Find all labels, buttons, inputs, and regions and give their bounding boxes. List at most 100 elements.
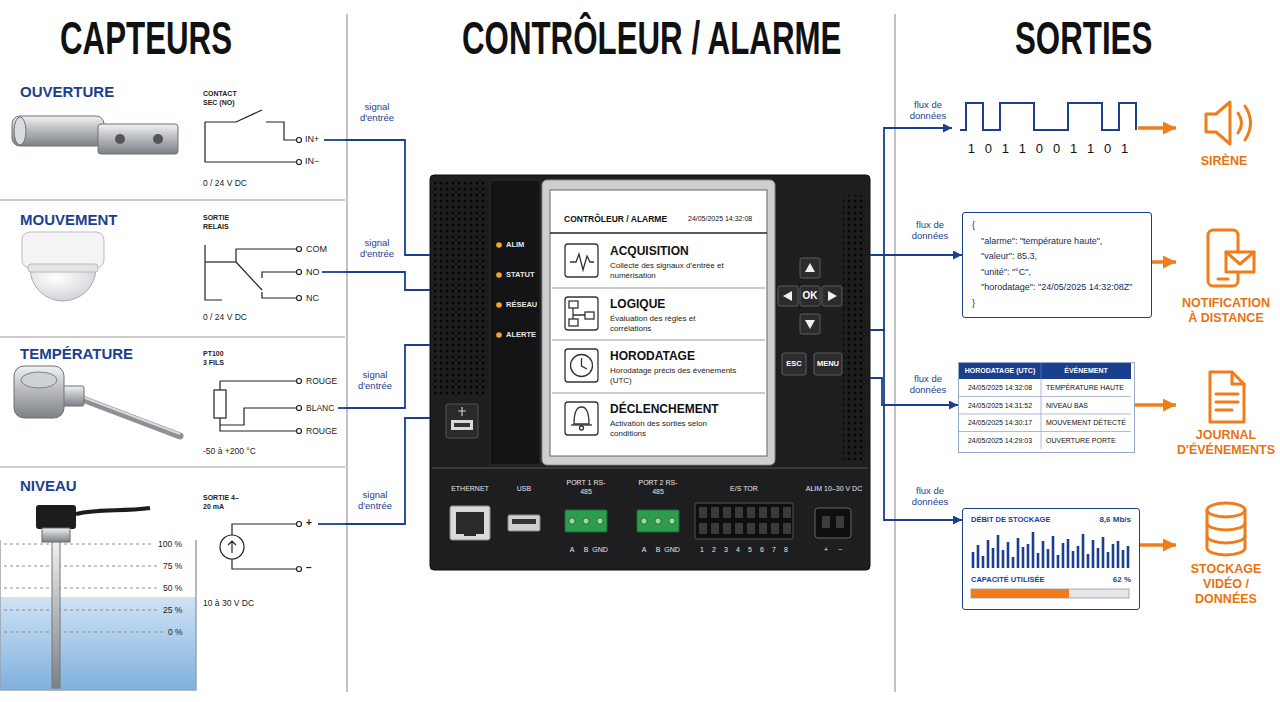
dry-contact-schematic <box>266 122 296 140</box>
storage-panel: DÉBIT DE STOCKAGE8,6 Mb/sCAPACITÉ UTILIS… <box>962 508 1140 610</box>
node-text: E/S TOR <box>719 484 769 493</box>
front-usb-port <box>446 404 478 438</box>
node-text: 1 2 3 4 5 6 7 8 <box>695 545 793 554</box>
sensor-row: NIVEAU <box>0 467 345 690</box>
square-wave <box>960 103 1136 130</box>
event-table-grid <box>959 414 1131 415</box>
controller-unit: ALIMSTATUTRÉSEAUALERTEOKESCMENUETHERNETU… <box>430 175 870 570</box>
pin-name: IN+ <box>305 134 319 145</box>
bit-stream: 1 0 1 1 0 0 1 1 0 1 <box>952 95 1138 160</box>
node-text: "unité": "°C", <box>981 267 1031 278</box>
json-message: {"alarme": "température haute","valeur":… <box>962 212 1152 318</box>
port-panel <box>597 518 603 524</box>
current-loop-schematic <box>220 535 244 559</box>
node-text: OK <box>800 286 820 306</box>
pin-name: COM <box>306 244 327 255</box>
motion-sensor-illustration <box>28 264 98 272</box>
relay-output-schematic <box>205 245 302 301</box>
function-icon <box>571 355 593 377</box>
navigation-keys <box>800 314 820 334</box>
pt100-schematic <box>214 379 302 434</box>
tank-illustration <box>0 540 196 690</box>
function-row: HORODATAGEHorodatage précis des événemen… <box>552 340 765 393</box>
relay-output-schematic <box>205 261 236 262</box>
signal-wire <box>318 523 345 525</box>
output-target: SIRÈNE <box>1176 98 1272 180</box>
level-mark <box>4 588 158 589</box>
dry-contact-schematic <box>297 138 302 143</box>
front-usb-port <box>458 407 466 416</box>
node-text: A <box>638 545 650 554</box>
function-icon <box>582 358 588 369</box>
function-icon <box>573 308 585 319</box>
temperature-probe-illustration <box>14 366 64 418</box>
node-text: Évaluation des règles et corrélations <box>610 314 738 334</box>
motion-sensor-illustration <box>22 232 104 301</box>
output-icon <box>1210 372 1244 422</box>
connector-label: flux de données <box>900 372 956 396</box>
temperature-probe-illustration <box>21 372 57 388</box>
door-contact-illustration <box>153 134 163 144</box>
column-heading: SORTIES <box>1015 12 1152 64</box>
tank-illustration <box>52 540 60 688</box>
node-text: STOCKAGE VIDÉO / DONNÉES <box>1176 562 1276 607</box>
function-icon <box>569 319 578 326</box>
node-text: SIRÈNE <box>1176 154 1272 169</box>
node-text: USB <box>508 484 540 493</box>
signal-wire <box>318 140 345 524</box>
controller-housing <box>490 180 540 465</box>
output-target: NOTIFICATION À DISTANCE <box>1176 226 1276 334</box>
output-icon <box>1207 510 1245 555</box>
node-text: PORT 2 RS-485 <box>636 478 680 496</box>
sensor-row: TEMPÉRATURE <box>0 337 345 467</box>
output-icon <box>1232 372 1244 384</box>
pin-name: NC <box>306 293 319 304</box>
arrow-key-glyph <box>783 263 837 329</box>
status-led <box>496 332 502 338</box>
output-icon <box>1207 536 1245 543</box>
pt100-schematic <box>297 406 302 411</box>
controller-housing <box>430 175 870 570</box>
tank-illustration <box>0 505 196 690</box>
sensor-row: OUVERTURE <box>0 75 345 200</box>
motion-sensor-illustration <box>22 232 104 268</box>
node-text: ALERTE <box>506 330 536 339</box>
node-text: MOUVEMENT <box>20 211 118 229</box>
port-panel <box>641 518 647 524</box>
storage-chart <box>971 589 1069 598</box>
port-panel <box>583 518 589 524</box>
port-panel <box>655 518 661 524</box>
relay-output-schematic <box>262 272 296 278</box>
screen-panel: CONTRÔLEUR / ALARME24/05/2025 14:32:08AC… <box>550 190 767 456</box>
node-text: CONTRÔLEUR / ALARME <box>564 214 667 224</box>
status-led <box>496 242 502 248</box>
output-icon <box>1206 102 1230 144</box>
pt100-schematic <box>220 408 296 425</box>
door-contact-illustration <box>98 124 178 154</box>
current-loop-schematic <box>220 522 302 572</box>
status-led <box>496 302 502 308</box>
event-table-grid <box>1041 379 1042 449</box>
temperature-probe-illustration <box>80 398 180 436</box>
status-led <box>496 272 502 278</box>
node-text: 24/05/2025 14:32:08 <box>959 379 1041 397</box>
connector <box>1135 403 1176 407</box>
row-divider <box>0 337 345 338</box>
navigation-keys <box>800 258 820 278</box>
node-text: JOURNAL D'ÉVÉNEMENTS <box>1176 428 1276 458</box>
wire-color: ROUGE <box>306 376 337 386</box>
door-contact-illustration <box>12 116 104 146</box>
connector-label: flux de données <box>902 484 958 508</box>
event-table-grid <box>959 363 1131 379</box>
port-panel <box>815 508 851 538</box>
node-text: 24/05/2025 14:32:08 <box>688 215 752 223</box>
port-panel <box>450 503 851 540</box>
connector-label: signal d'entrée <box>354 100 400 124</box>
relay-output-schematic <box>236 249 296 262</box>
function-icon <box>565 297 598 330</box>
node-text: 62 % <box>1089 575 1131 585</box>
node-text: MOUVEMENT DÉTECTÉ <box>1041 414 1131 432</box>
pt100-schematic <box>297 429 302 434</box>
motion-sensor-illustration <box>30 268 96 301</box>
